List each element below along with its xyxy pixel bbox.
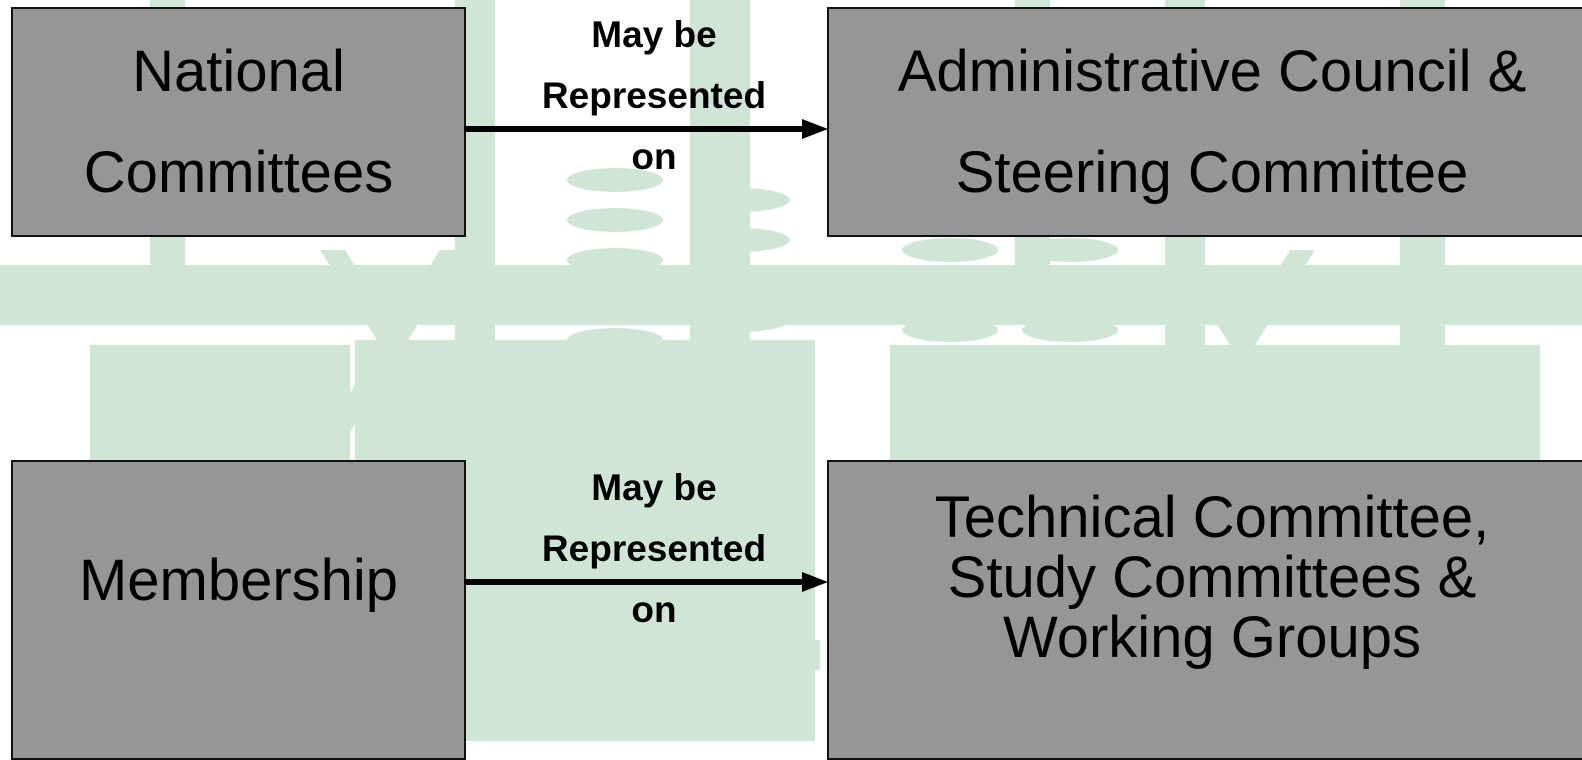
admin-council-box: Administrative Council & Steering Commit… [827,7,1582,237]
national-committees-box: National Committees [11,7,466,237]
membership-label: Membership [79,547,398,614]
national-committees-line: National [132,39,345,104]
national-committees-label: National Committees [84,21,393,223]
admin-council-line: Administrative Council & [897,39,1527,104]
admin-council-line: Steering Committee [955,140,1469,205]
membership-line: Membership [78,547,399,613]
connector-label-line: on [631,589,677,630]
connector-label-line: Represented [541,75,767,116]
connector-label-line: May be [591,14,717,55]
technical-committee-box: Technical Committee, Study Committees & … [827,460,1582,760]
technical-committee-line: Technical Committee, [934,484,1490,550]
top-connector-arrow [464,119,828,139]
top-connector-label: May be Represented on [514,4,794,187]
technical-committee-line: Working Groups [1003,604,1421,670]
bottom-connector-arrow [464,572,828,592]
connector-label-line: May be [591,467,717,508]
technical-committee-line: Study Committees & [947,544,1477,610]
connector-label-line: on [631,136,677,177]
membership-box: Membership [11,460,466,760]
admin-council-label: Administrative Council & Steering Commit… [898,21,1527,223]
technical-committee-label: Technical Committee, Study Committees & … [934,484,1490,670]
national-committees-line: Committees [83,140,394,205]
connector-label-line: Represented [541,528,767,569]
bottom-connector-label: May be Represented on [514,457,794,640]
